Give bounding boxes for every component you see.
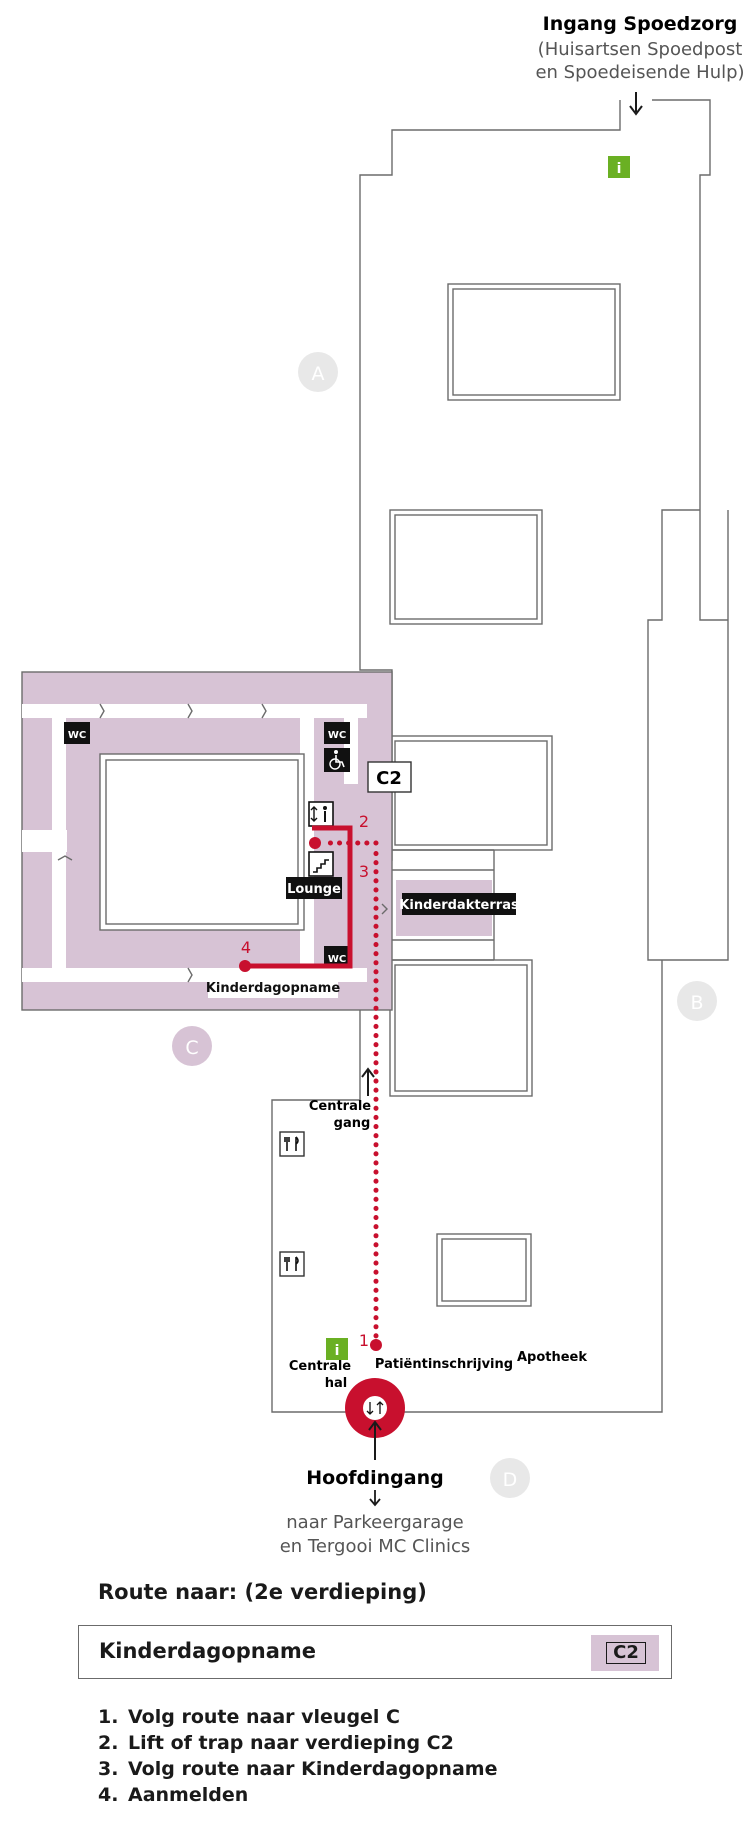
svg-text:C2: C2 bbox=[376, 768, 402, 789]
destination-badge: C2 bbox=[591, 1635, 659, 1671]
entrance-spoedzorg: Ingang Spoedzorg (Huisartsen Spoedpost e… bbox=[535, 13, 745, 116]
svg-text:i: i bbox=[335, 1343, 340, 1359]
centrale-gang-label-2: gang bbox=[334, 1116, 371, 1131]
centrale-hal-label-2: hal bbox=[325, 1376, 347, 1391]
building-outline bbox=[271, 99, 729, 1413]
route: 1 2 3 4 bbox=[239, 812, 382, 1351]
route-steps: 1.Volg route naar vleugel C 2.Lift of tr… bbox=[98, 1706, 497, 1810]
route-start-dot bbox=[370, 1339, 382, 1351]
route-step: 3.Volg route naar Kinderdagopname bbox=[98, 1758, 498, 1780]
area-labels: Centrale gang Centrale hal Patiëntinschr… bbox=[289, 1099, 588, 1391]
courtyards bbox=[389, 283, 621, 1307]
svg-text:WC: WC bbox=[328, 954, 346, 965]
arrow-down-icon bbox=[629, 92, 643, 116]
restaurant-icon bbox=[279, 1251, 305, 1277]
main-entrance-line2: en Tergooi MC Clinics bbox=[280, 1536, 471, 1557]
route-number-2: 2 bbox=[359, 812, 369, 831]
route-transfer-dot bbox=[309, 837, 321, 849]
destination-badge-text: C2 bbox=[606, 1642, 646, 1664]
main-entrance: Hoofdingang naar Parkeergarage en Tergoo… bbox=[280, 1378, 471, 1557]
lounge-label: Lounge bbox=[286, 877, 342, 899]
destination-name: Kinderdagopname bbox=[99, 1639, 316, 1663]
route-end-dot bbox=[239, 960, 251, 972]
route-number-3: 3 bbox=[359, 862, 369, 881]
main-entrance-line1: naar Parkeergarage bbox=[286, 1512, 463, 1533]
kinderdagopname-label: Kinderdagopname bbox=[206, 976, 341, 998]
wheelchair-icon bbox=[324, 748, 350, 772]
wing-b-marker bbox=[677, 981, 717, 1021]
svg-text:Kinderdakterras: Kinderdakterras bbox=[399, 898, 519, 913]
info-icon: i bbox=[608, 156, 630, 178]
entrance-spoedzorg-line2: en Spoedeisende Hulp) bbox=[535, 62, 744, 83]
restaurant-icon bbox=[279, 1131, 305, 1157]
arrow-up-icon bbox=[361, 1067, 375, 1096]
route-number-4: 4 bbox=[241, 938, 251, 957]
c2-badge: C2 bbox=[367, 761, 412, 793]
route-number-1: 1 bbox=[359, 1331, 369, 1350]
route-step: 2.Lift of trap naar verdieping C2 bbox=[98, 1732, 454, 1754]
main-entrance-title: Hoofdingang bbox=[306, 1467, 443, 1489]
wing-d-label: D bbox=[503, 1469, 518, 1491]
route-step: 4.Aanmelden bbox=[98, 1784, 249, 1806]
route-step: 1.Volg route naar vleugel C bbox=[98, 1706, 401, 1728]
wc-icon: WC bbox=[324, 946, 350, 968]
wing-c bbox=[21, 671, 393, 1011]
apotheek-label: Apotheek bbox=[517, 1350, 587, 1365]
svg-text:i: i bbox=[617, 161, 622, 177]
wc-icon: WC bbox=[324, 722, 350, 744]
svg-text:WC: WC bbox=[328, 730, 346, 741]
entrance-spoedzorg-title: Ingang Spoedzorg bbox=[543, 13, 738, 35]
arrow-down-icon bbox=[369, 1490, 381, 1507]
revolving-door-icon bbox=[363, 1396, 387, 1420]
entrance-spoedzorg-line1: (Huisartsen Spoedpost bbox=[538, 39, 743, 60]
stairs-icon bbox=[308, 851, 334, 877]
svg-text:Lounge: Lounge bbox=[287, 882, 341, 897]
kinderdakterras-label: Kinderdakterras bbox=[399, 893, 519, 915]
patientinschrijving-label: Patiëntinschrijving bbox=[375, 1357, 513, 1372]
wc-icon: WC bbox=[64, 722, 90, 744]
centrale-hal-label-1: Centrale bbox=[289, 1359, 351, 1374]
destination-box: Kinderdagopname C2 bbox=[78, 1625, 672, 1679]
centrale-gang-label-1: Centrale bbox=[309, 1099, 371, 1114]
wing-a-label: A bbox=[312, 363, 325, 385]
wing-c-label: C bbox=[185, 1037, 198, 1059]
wing-c-marker bbox=[172, 1026, 212, 1066]
wing-markers: A B C D bbox=[172, 352, 717, 1498]
wing-a-marker bbox=[298, 352, 338, 392]
wing-b-label: B bbox=[690, 992, 703, 1014]
svg-text:WC: WC bbox=[68, 730, 86, 741]
wing-d-marker bbox=[490, 1458, 530, 1498]
route-title: Route naar: (2e verdieping) bbox=[98, 1580, 427, 1604]
elevator-icon bbox=[308, 801, 334, 827]
info-icon: i bbox=[326, 1338, 348, 1360]
svg-text:Kinderdagopname: Kinderdagopname bbox=[206, 981, 341, 996]
